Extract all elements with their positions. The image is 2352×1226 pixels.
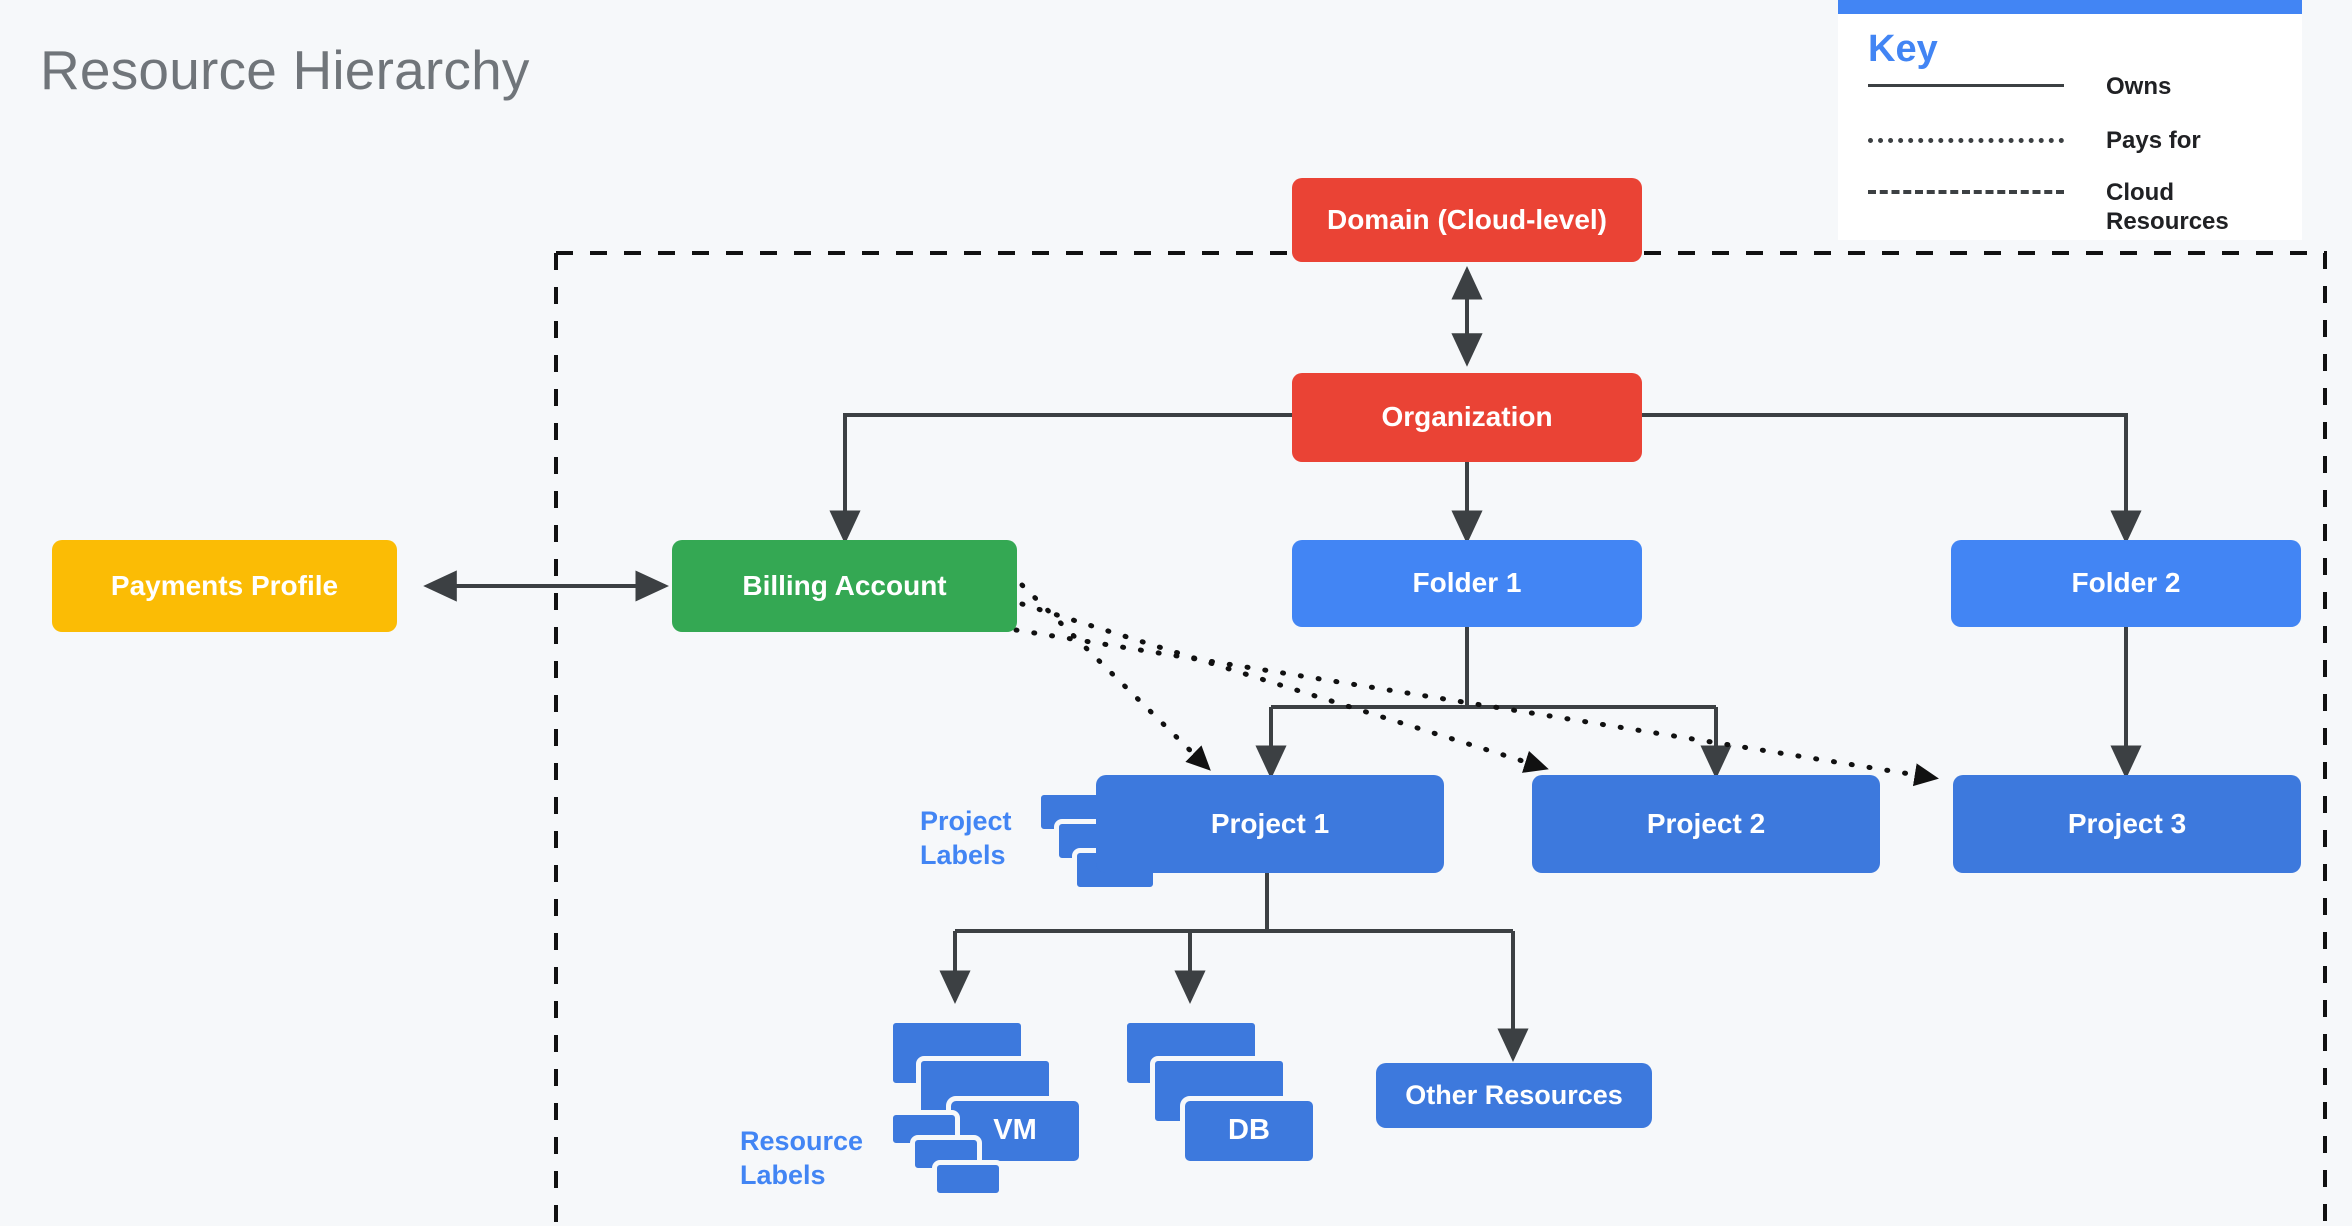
label-card-icon — [932, 1160, 1004, 1198]
legend-label-cloud-resources: Cloud Resources — [2106, 179, 2229, 236]
node-project-2[interactable]: Project 2 — [1532, 775, 1880, 873]
node-project-3[interactable]: Project 3 — [1953, 775, 2301, 873]
legend-title: Key — [1868, 28, 1938, 70]
node-folder-1[interactable]: Folder 1 — [1292, 540, 1642, 627]
legend-key: Key Owns Pays for Cloud Resources — [1838, 0, 2302, 240]
edge-billing-project2 — [1019, 601, 1549, 773]
caption-project-labels: Project Labels — [920, 806, 1012, 870]
edge-billing-project1 — [1019, 582, 1211, 771]
edge-billing-project3 — [1013, 627, 1939, 787]
node-db[interactable]: DB — [1180, 1096, 1318, 1166]
legend-line-dotted — [1868, 138, 2064, 143]
legend-label-owns: Owns — [2106, 73, 2172, 100]
node-domain[interactable]: Domain (Cloud-level) — [1292, 178, 1642, 262]
edge-folder1-projects — [1255, 627, 1732, 779]
node-project-1[interactable]: Project 1 — [1096, 775, 1444, 873]
legend-row-cloud-resources: Cloud Resources — [1868, 178, 2288, 237]
db-stack: DB — [1122, 1018, 1347, 1198]
legend-row-pays-for: Pays for — [1868, 126, 2288, 155]
legend-line-solid — [1868, 84, 2064, 87]
resource-labels-stack — [888, 1110, 1008, 1220]
node-folder-2[interactable]: Folder 2 — [1951, 540, 2301, 627]
edge-org-billing — [829, 413, 1292, 544]
edge-org-folder2 — [1642, 413, 2142, 544]
legend-row-owns: Owns — [1868, 72, 2288, 101]
node-billing-account[interactable]: Billing Account — [672, 540, 1017, 632]
node-other-resources[interactable]: Other Resources — [1376, 1063, 1652, 1128]
caption-resource-labels: Resource Labels — [740, 1126, 864, 1190]
legend-label-pays-for: Pays for — [2106, 127, 2201, 154]
node-payments-profile[interactable]: Payments Profile — [52, 540, 397, 632]
node-organization[interactable]: Organization — [1292, 373, 1642, 462]
legend-line-dashed — [1868, 190, 2064, 194]
legend-accent-bar — [1838, 0, 2302, 14]
page-title: Resource Hierarchy — [40, 39, 530, 101]
